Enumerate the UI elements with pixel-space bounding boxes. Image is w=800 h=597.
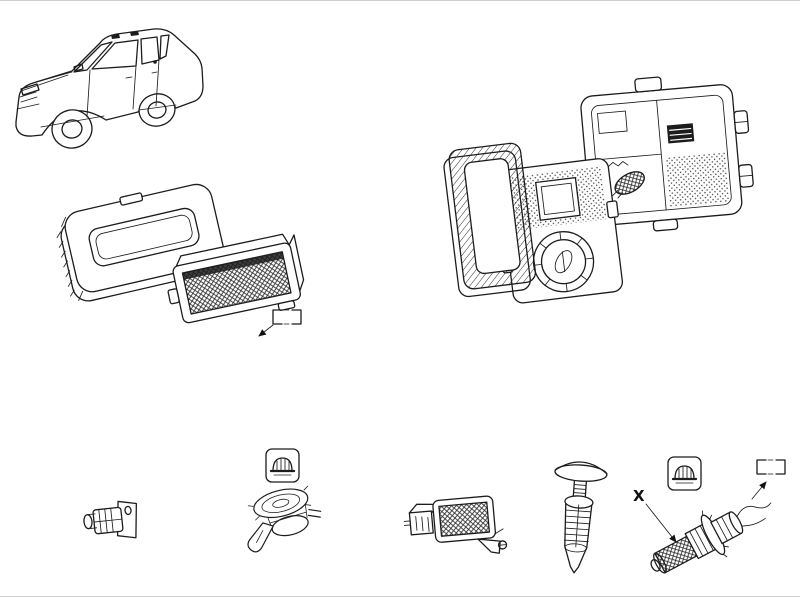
x-marker-label: X bbox=[633, 487, 645, 505]
reference-bracket-icon bbox=[756, 459, 786, 475]
x-leader-arrow bbox=[645, 503, 677, 543]
bulb-holder bbox=[247, 485, 322, 553]
door-switch bbox=[83, 500, 137, 539]
roof-lamp-mark bbox=[130, 31, 139, 36]
wedge-bulb bbox=[247, 522, 274, 553]
reference-leader-arrow bbox=[258, 324, 274, 337]
pillar-lamp-mark bbox=[153, 60, 157, 64]
expanding-clip bbox=[554, 461, 608, 574]
lamp-switch bbox=[167, 288, 180, 305]
rear-wheel bbox=[138, 93, 176, 127]
screw bbox=[497, 540, 508, 550]
bulb-socket bbox=[650, 502, 772, 574]
headlight bbox=[20, 83, 40, 96]
festoon-bulb bbox=[614, 171, 645, 195]
socket-wire bbox=[741, 517, 766, 527]
reference-leader-arrow bbox=[751, 481, 767, 500]
windshield bbox=[73, 41, 113, 73]
map-light-assembly bbox=[443, 76, 754, 304]
switch-plunger bbox=[83, 514, 93, 530]
car-illustration bbox=[15, 28, 204, 149]
roof-lamp-mark bbox=[111, 34, 120, 39]
lamp-housing bbox=[580, 76, 754, 232]
side-mirror bbox=[73, 63, 84, 72]
plate-lamp-lens bbox=[438, 501, 491, 537]
lamp-frame bbox=[443, 142, 537, 298]
interior-lamp-icon bbox=[666, 455, 703, 492]
courtesy-lamp bbox=[167, 233, 305, 324]
interior-lamp-icon bbox=[264, 447, 301, 484]
reference-bracket-icon bbox=[272, 309, 302, 325]
plate-lamp bbox=[403, 495, 508, 554]
socket-wire bbox=[736, 502, 772, 517]
